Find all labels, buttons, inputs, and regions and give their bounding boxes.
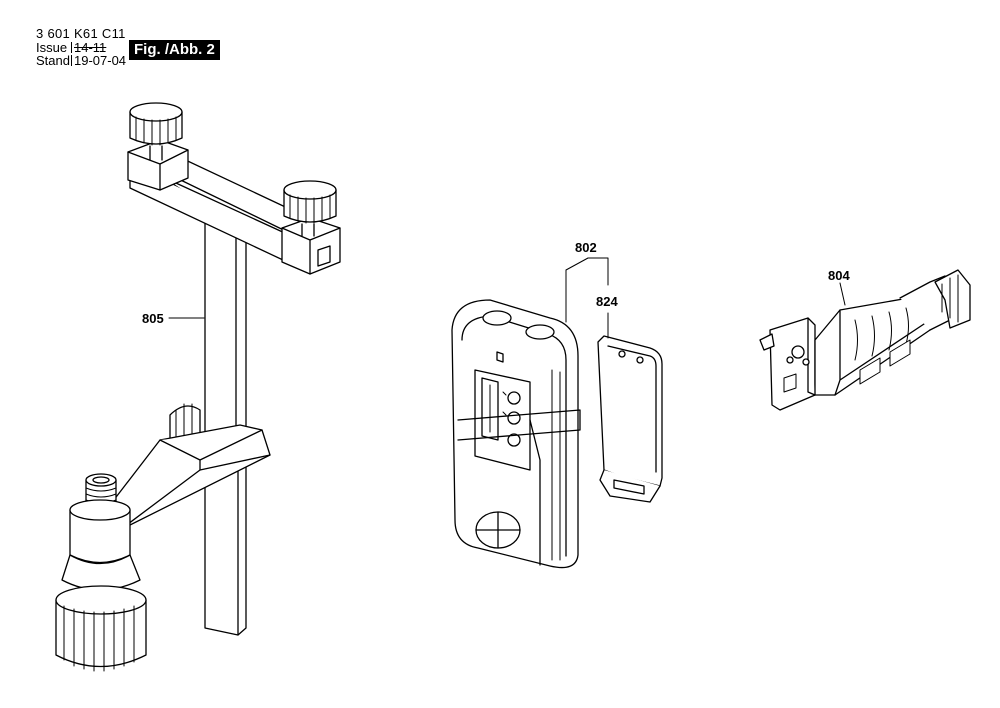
issue-bracket bbox=[66, 42, 72, 53]
stand-value: 19-07-04 bbox=[74, 53, 127, 68]
stand-bracket bbox=[66, 55, 72, 66]
callout-805: 805 bbox=[142, 311, 164, 326]
part-number: 3 601 K61 C11 bbox=[36, 26, 126, 41]
callout-804: 804 bbox=[828, 268, 850, 283]
mount-804-drawing bbox=[759, 269, 971, 411]
figure-label: Fig. /Abb. 2 bbox=[129, 40, 220, 60]
callout-802-leader bbox=[565, 257, 609, 339]
stand-label: Stand bbox=[36, 53, 70, 68]
callout-802: 802 bbox=[575, 240, 597, 255]
receiver-802-drawing bbox=[451, 299, 581, 569]
battery-cover-824-drawing bbox=[597, 335, 663, 503]
issue-value: 14-11 bbox=[74, 40, 107, 55]
issue-label: Issue bbox=[36, 40, 68, 55]
stand-805-drawing bbox=[55, 102, 341, 672]
callout-824: 824 bbox=[596, 294, 618, 309]
